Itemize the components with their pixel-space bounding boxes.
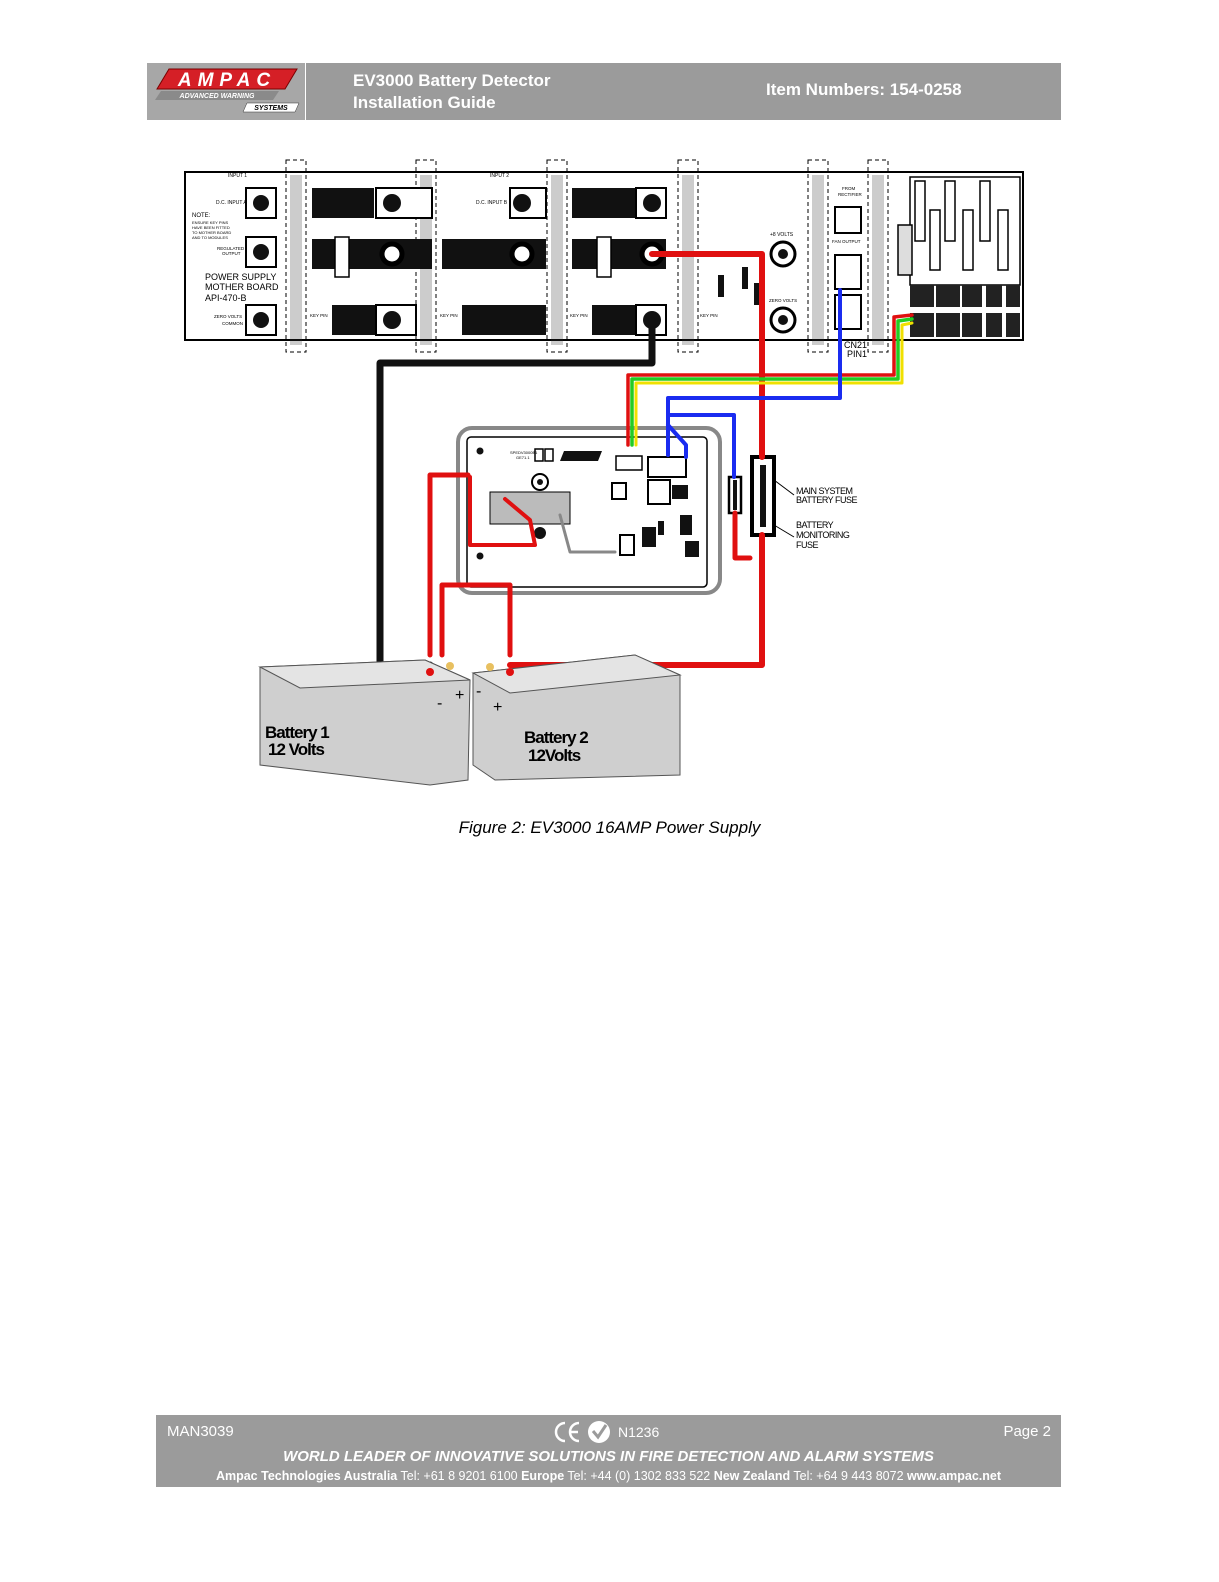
doc-number: MAN3039 [167, 1423, 234, 1440]
battery-2-voltage: 12Volts [528, 746, 581, 765]
ce-mark-icon [554, 1421, 580, 1443]
input-1-label: INPUT 1 [228, 173, 247, 179]
main-fuse-label-1: MAIN SYSTEM [796, 486, 853, 496]
fuses [727, 455, 776, 537]
battery-2: Battery 2 12Volts - + [471, 654, 682, 781]
monitor-fuse-label-1: BATTERY [796, 520, 834, 530]
fan-output-label: FAN OUTPUT [832, 239, 861, 244]
fuse-callouts: MAIN SYSTEM BATTERY FUSE BATTERY MONITOR… [773, 479, 858, 550]
wiring-diagram: POWER SUPPLY MOTHER BOARD API-470-B INPU… [184, 159, 1024, 786]
board-title-2: MOTHER BOARD [205, 282, 279, 292]
europe-name: Europe [521, 1469, 565, 1483]
key-pin-label-4: KEY PIN [700, 313, 718, 318]
dc-input-a-label: D.C. INPUT A [216, 200, 247, 206]
logo-systems: SYSTEMS [254, 105, 288, 112]
regulated-label-2: OUTPUT [222, 251, 241, 256]
battery-2-minus: - [476, 683, 481, 700]
logo-tagline: ADVANCED WARNING [179, 93, 255, 100]
bus-bars [312, 187, 667, 336]
right-connector-block [897, 176, 1021, 286]
certification-marks [554, 1421, 610, 1443]
battery-1-minus: - [437, 695, 442, 712]
footer-slogan: WORLD LEADER OF INNOVATIVE SOLUTIONS IN … [283, 1448, 934, 1465]
regulated-label-1: REGULATED [217, 246, 245, 251]
battery-1-plus: + [455, 687, 464, 704]
battery-1-voltage: 12 Volts [268, 740, 324, 759]
nz-tel: Tel: +64 9 443 8072 [790, 1469, 908, 1483]
zero-volts-right-label: ZERO VOLTS [769, 298, 797, 303]
zero-volts-label: ZERO VOLTS [214, 314, 242, 319]
module-label-2: GE71.1 [516, 455, 530, 460]
left-terminals [245, 187, 277, 336]
title-line-1: EV3000 Battery Detector [353, 71, 551, 90]
battery-1-name: Battery 1 [265, 723, 329, 742]
title-line-2: Installation Guide [353, 93, 496, 112]
plus-8-volts-label: +8 VOLTS [770, 232, 794, 238]
terminal-blocks [910, 285, 1020, 337]
australia-tel: Tel: +61 8 9201 6100 [397, 1469, 522, 1483]
note-line-2: HAVE BEEN FITTED [192, 225, 230, 230]
australia-name: Ampac Technologies Australia [215, 1469, 398, 1483]
battery-2-name: Battery 2 [524, 728, 588, 747]
dc-input-b-label: D.C. INPUT B [476, 200, 508, 206]
note-line-4: AND TO MODULES [192, 235, 228, 240]
page-footer: MAN3039 N1236 Page 2 WORLD LEADER OF INN… [156, 1415, 1061, 1487]
tick-mark-icon [588, 1421, 610, 1443]
battery-2-plus: + [493, 699, 502, 716]
page-header: AMPAC ADVANCED WARNING SYSTEMS EV3000 Ba… [147, 63, 1061, 120]
figure-caption: Figure 2: EV3000 16AMP Power Supply [458, 818, 761, 837]
module-label-1: SPEDV3000B1 [510, 450, 538, 455]
nz-name: New Zealand [713, 1469, 791, 1483]
europe-tel: Tel: +44 (0) 1302 833 522 [564, 1469, 714, 1483]
key-pin-label-3: KEY PIN [570, 313, 588, 318]
logo-wordmark: AMPAC [177, 70, 276, 91]
note-line-1: ENSURE KEY PINS [192, 220, 228, 225]
ampac-logo-graphic: AMPAC ADVANCED WARNING SYSTEMS [155, 68, 300, 113]
cert-number: N1236 [618, 1424, 660, 1440]
ampac-logo: AMPAC ADVANCED WARNING SYSTEMS [147, 63, 306, 120]
page-number: Page 2 [1003, 1423, 1051, 1440]
from-rectifier-label-2: RECTIFIER [838, 192, 863, 197]
from-rectifier-label-1: FROM [842, 186, 855, 191]
common-label: COMMON [222, 321, 243, 326]
pin1-label: PIN1 [847, 349, 867, 359]
battery-detector-module: SPEDV3000B1 GE71.1 [456, 426, 722, 595]
footer-contacts: Ampac Technologies Australia Tel: +61 8 … [156, 1469, 1061, 1483]
document-title: EV3000 Battery Detector Installation Gui… [353, 70, 550, 114]
monitor-fuse-label-2: MONITORING [796, 530, 850, 540]
monitor-fuse-label-3: FUSE [796, 540, 819, 550]
note-line-3: TO MOTHER BOARD [192, 230, 231, 235]
board-title-3: API-470-B [205, 293, 247, 303]
key-pin-label-1: KEY PIN [310, 313, 328, 318]
note-label: NOTE: [192, 213, 211, 219]
input-2-label: INPUT 2 [490, 173, 509, 179]
board-title-1: POWER SUPPLY [205, 272, 276, 282]
main-fuse-label-2: BATTERY FUSE [796, 495, 858, 505]
battery-1: Battery 1 12 Volts - + [258, 659, 471, 786]
cn21-label: CN21 [844, 340, 867, 350]
website-link[interactable]: www.ampac.net [907, 1469, 1002, 1483]
power-supply-mother-board: POWER SUPPLY MOTHER BOARD API-470-B INPU… [184, 159, 1024, 359]
item-numbers: Item Numbers: 154-0258 [766, 80, 962, 99]
key-pin-label-2: KEY PIN [440, 313, 458, 318]
